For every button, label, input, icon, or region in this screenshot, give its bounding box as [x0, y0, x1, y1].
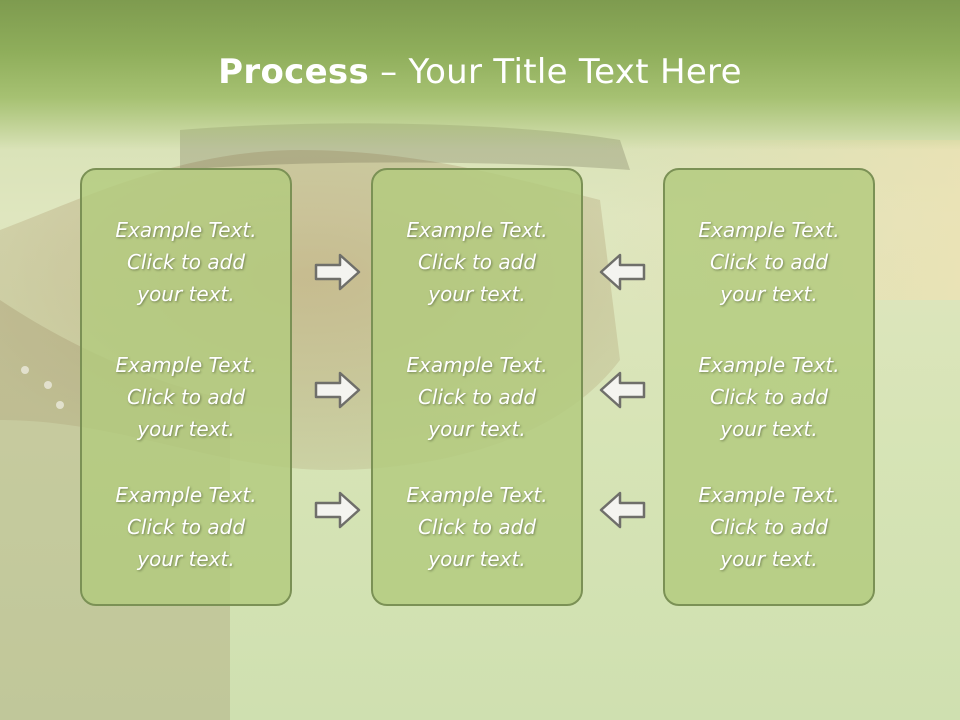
text-placeholder[interactable]: Example Text. Click to add your text. [373, 349, 581, 445]
slide-title[interactable]: Process – Your Title Text Here [0, 52, 960, 92]
title-bold: Process [218, 52, 370, 92]
text-placeholder[interactable]: Example Text. Click to add your text. [82, 214, 290, 310]
text-line: Example Text. [406, 483, 548, 507]
process-box-middle[interactable]: Example Text. Click to add your text. Ex… [371, 168, 583, 606]
arrow-left-icon[interactable] [598, 370, 646, 410]
text-line: Click to add [126, 250, 246, 274]
text-placeholder[interactable]: Example Text. Click to add your text. [82, 349, 290, 445]
text-line: your text. [720, 547, 818, 571]
text-line: Example Text. [698, 483, 840, 507]
text-placeholder[interactable]: Example Text. Click to add your text. [665, 349, 873, 445]
arrow-left-icon[interactable] [598, 490, 646, 530]
text-line: Example Text. [406, 353, 548, 377]
text-line: Click to add [126, 385, 246, 409]
text-placeholder[interactable]: Example Text. Click to add your text. [82, 479, 290, 575]
text-line: Click to add [709, 385, 829, 409]
text-line: your text. [428, 282, 526, 306]
text-line: your text. [720, 417, 818, 441]
text-line: your text. [720, 282, 818, 306]
arrow-right-icon[interactable] [314, 252, 362, 292]
text-line: Click to add [417, 385, 537, 409]
text-placeholder[interactable]: Example Text. Click to add your text. [373, 214, 581, 310]
text-line: Click to add [417, 515, 537, 539]
text-placeholder[interactable]: Example Text. Click to add your text. [665, 214, 873, 310]
title-band [0, 0, 960, 150]
text-line: Example Text. [406, 218, 548, 242]
arrow-right-icon[interactable] [314, 370, 362, 410]
text-line: your text. [137, 547, 235, 571]
text-line: Example Text. [115, 218, 257, 242]
text-line: Click to add [709, 250, 829, 274]
text-placeholder[interactable]: Example Text. Click to add your text. [373, 479, 581, 575]
text-line: Click to add [126, 515, 246, 539]
text-line: Click to add [417, 250, 537, 274]
arrow-left-icon[interactable] [598, 252, 646, 292]
text-line: Example Text. [698, 218, 840, 242]
process-box-right[interactable]: Example Text. Click to add your text. Ex… [663, 168, 875, 606]
text-line: your text. [137, 282, 235, 306]
text-line: your text. [428, 417, 526, 441]
arrow-right-icon[interactable] [314, 490, 362, 530]
text-line: your text. [428, 547, 526, 571]
process-box-left[interactable]: Example Text. Click to add your text. Ex… [80, 168, 292, 606]
text-line: Click to add [709, 515, 829, 539]
title-rest: Your Title Text Here [408, 52, 742, 92]
text-placeholder[interactable]: Example Text. Click to add your text. [665, 479, 873, 575]
text-line: Example Text. [115, 483, 257, 507]
text-line: Example Text. [698, 353, 840, 377]
title-separator: – [369, 52, 409, 92]
text-line: your text. [137, 417, 235, 441]
text-line: Example Text. [115, 353, 257, 377]
